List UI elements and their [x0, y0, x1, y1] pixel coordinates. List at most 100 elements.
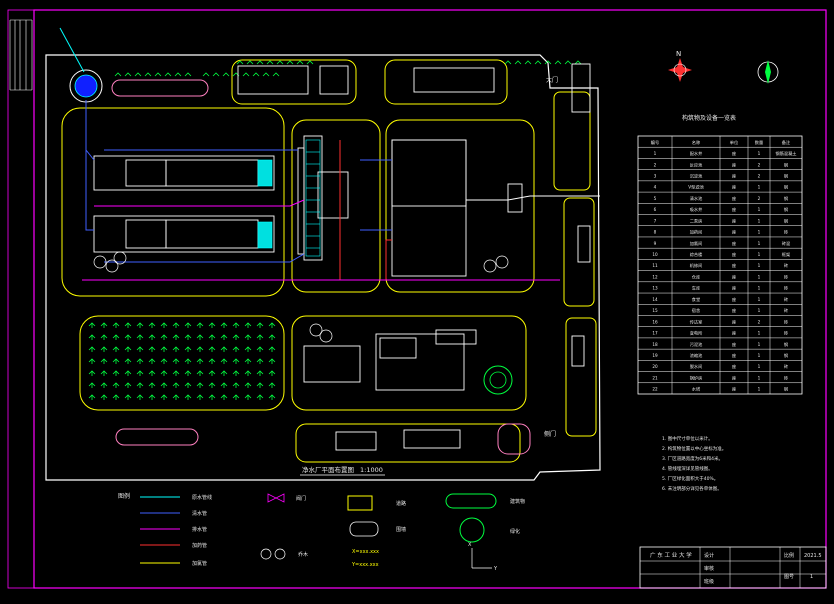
shrub-mark [246, 60, 254, 65]
lawn-tree-mark [184, 358, 192, 364]
table-header-cell: 单位 [730, 139, 738, 146]
shrub-mark [534, 60, 542, 65]
table-header-cell: 编号 [651, 139, 659, 146]
gate-main-label: 大门 [546, 76, 558, 84]
pipelines [82, 100, 600, 281]
table-cell: 1 [758, 218, 761, 223]
lawn-tree-mark [160, 382, 168, 388]
site-boundary [45, 54, 601, 481]
table-cell: 砖 [784, 330, 788, 337]
table-cell: 钢 [784, 341, 788, 348]
lawn-tree-mark [100, 346, 108, 352]
table-cell: 19 [652, 353, 658, 358]
lawn-tree-mark [268, 334, 276, 340]
table-cell: 框架 [782, 251, 790, 258]
lawn-tree-mark [100, 322, 108, 328]
table-cell: 1 [758, 230, 761, 235]
lawn-tree-mark [268, 358, 276, 364]
lawn-tree-mark [88, 382, 96, 388]
lawn-tree-mark [136, 382, 144, 388]
table-cell: 1 [758, 308, 761, 313]
lawn-tree-mark [124, 358, 132, 364]
table-header-cell: 备注 [782, 139, 791, 146]
lawn-tree-mark [208, 382, 216, 388]
shrub-mark [242, 72, 250, 77]
lawn-tree-mark [196, 358, 204, 364]
table-cell: 1 [758, 353, 761, 358]
legend-item-road: 道路 [396, 500, 406, 507]
lawn-tree-mark [268, 382, 276, 388]
shrub-mark [544, 60, 552, 65]
table-cell: 1 [654, 151, 657, 156]
lawn-tree-mark [148, 358, 156, 364]
lawn-tree-mark [88, 334, 96, 340]
lawn-tree-mark [220, 382, 228, 388]
lawn-tree-mark [100, 370, 108, 376]
north-arrow: N [668, 50, 692, 82]
lawn-tree-mark [244, 370, 252, 376]
lawn-tree-mark [88, 370, 96, 376]
scale-label: 比例 [784, 552, 794, 559]
table-cell: 1 [758, 274, 761, 279]
table-cell: 钢 [784, 161, 788, 168]
table-cell: 21 [652, 375, 658, 380]
legend-item-clear-water: 清水管 [192, 510, 207, 517]
table-cell: 砖混 [782, 240, 791, 247]
table-cell: 砖 [784, 363, 788, 370]
lawn-tree-mark [124, 346, 132, 352]
legend-item-raw-water: 原水管线 [192, 494, 212, 501]
note-line: 4. 管线埋深详见管线图。 [662, 465, 713, 472]
table-cell: 座 [732, 341, 736, 348]
lawn-tree-mark [160, 358, 168, 364]
lawn-tree-mark [208, 394, 216, 400]
lawn-tree-mark [136, 322, 144, 328]
lawn-tree-mark [256, 346, 264, 352]
shrub-mark [266, 60, 274, 65]
table-cell: 座 [732, 217, 736, 224]
lawn-tree-mark [256, 334, 264, 340]
lawn-tree-mark [136, 358, 144, 364]
table-cell: 反应池 [690, 161, 703, 168]
table-cell: 座 [732, 240, 736, 247]
shrub-mark [222, 72, 230, 77]
table-cell: 5 [654, 196, 657, 201]
shrub-mark [554, 60, 562, 65]
shrub-mark [154, 72, 162, 77]
lawn-tree-mark [220, 370, 228, 376]
table-cell: 1 [758, 331, 761, 336]
lawn-tree-mark [244, 358, 252, 364]
lawn-tree-mark [208, 322, 216, 328]
legend-item-green: 绿化 [510, 528, 520, 535]
lawn-tree-mark [196, 334, 204, 340]
table-cell: 座 [732, 161, 736, 168]
lawn-tree-mark [124, 370, 132, 376]
v-filter-cells [305, 139, 321, 257]
university-name: 广 东 工 业 大 学 [650, 551, 692, 559]
lawn-tree-mark [148, 370, 156, 376]
lawn-tree-mark [268, 322, 276, 328]
table-title: 构筑物及设备一览表 [682, 114, 736, 122]
shrub-mark [212, 72, 220, 77]
shrub-mark [262, 72, 270, 77]
table-cell: 14 [652, 297, 658, 302]
table-cell: 1 [758, 185, 761, 190]
shrub-mark [164, 72, 172, 77]
lawn-tree-mark [196, 370, 204, 376]
lawn-tree-mark [232, 334, 240, 340]
note-line: 2. 构筑物位置以中心坐标为准。 [662, 445, 726, 452]
lawn-tree-mark [220, 394, 228, 400]
table-cell: 1 [758, 342, 761, 347]
lawn-tree-mark [232, 346, 240, 352]
legend-item-chemical: 加药管 [192, 542, 207, 549]
table-cell: 1 [758, 364, 761, 369]
table-cell: 座 [732, 318, 736, 325]
table-header-cell: 数量 [755, 139, 763, 146]
table-cell: 7 [654, 218, 657, 223]
legend-item-valve: 阀门 [296, 495, 306, 502]
lawn-tree-mark [88, 358, 96, 364]
table-cell: 座 [732, 386, 736, 393]
table-cell: 仓库 [692, 273, 700, 280]
shrub-mark [252, 72, 260, 77]
shrub-mark [114, 72, 122, 77]
lawn-tree-mark [88, 346, 96, 352]
